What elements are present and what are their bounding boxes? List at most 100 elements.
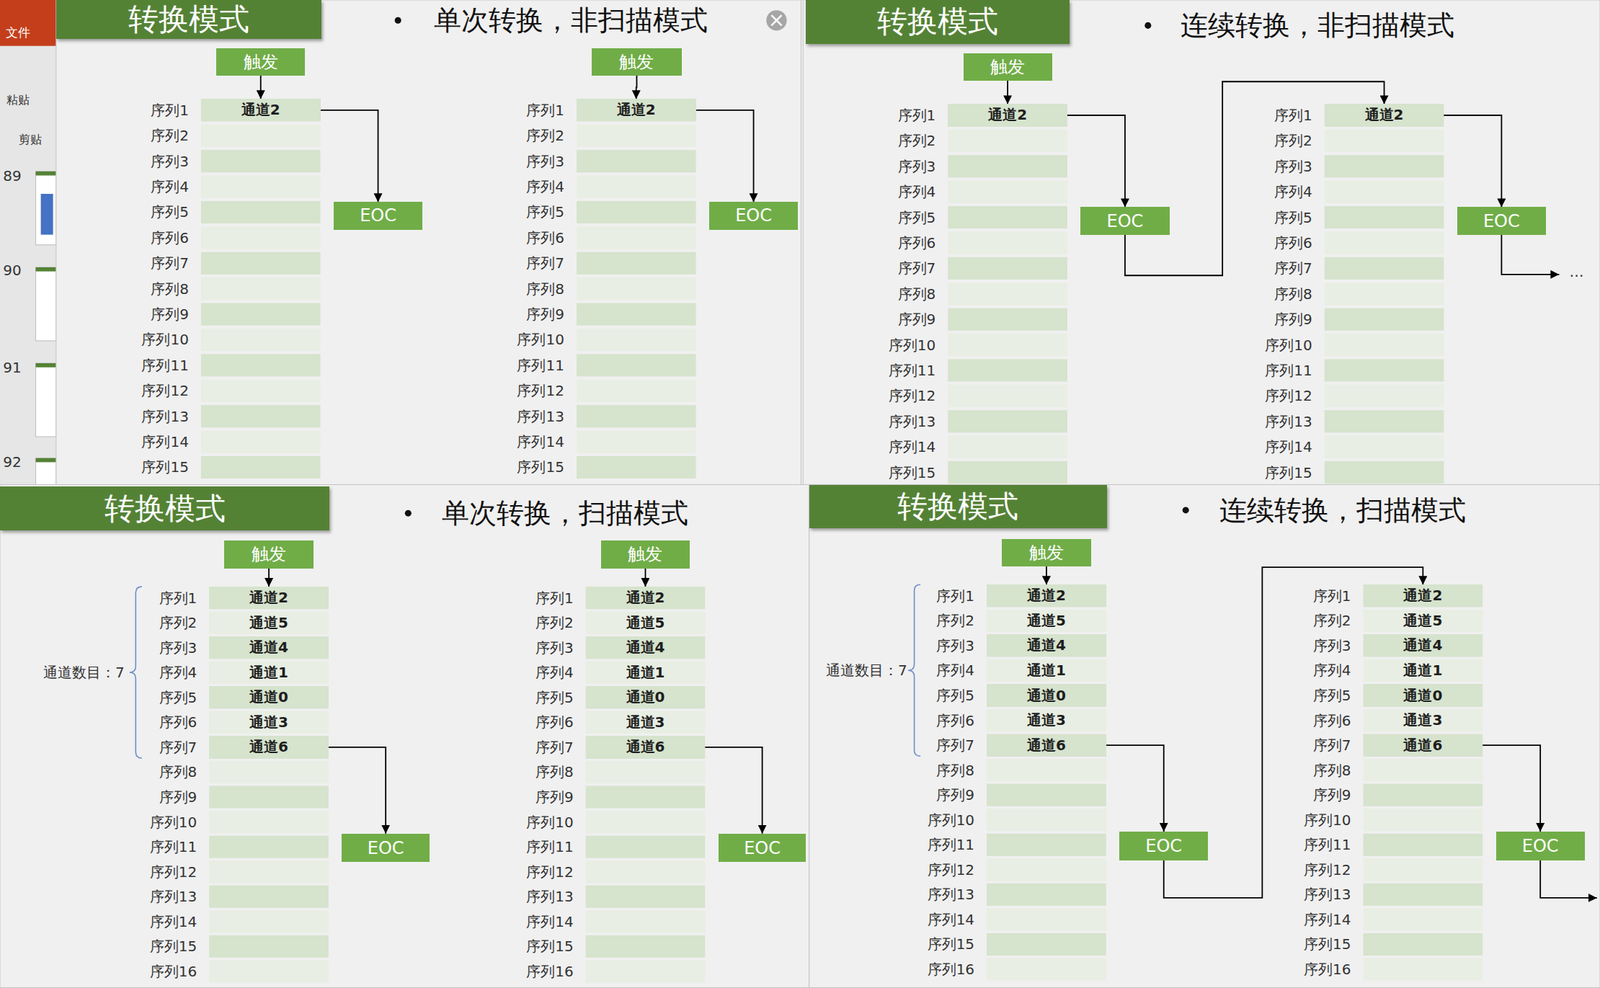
label-text: 序列3 (535, 638, 574, 656)
eoc-box: EOC (718, 833, 807, 863)
label-text: 序列5 (1313, 686, 1352, 705)
eoc-box: EOC (1080, 206, 1170, 235)
sequence-cell (986, 908, 1107, 931)
channel-bracket (129, 586, 142, 759)
sequence-cell (585, 810, 706, 834)
label-text: 通道数目：7 (825, 661, 908, 679)
sequence-label: 序列11 (888, 360, 936, 380)
label-text: 序列12 (149, 862, 197, 880)
label-text: 序列1 (535, 588, 574, 607)
flow-connector (1006, 80, 1009, 105)
eoc-box: EOC (333, 201, 423, 230)
label-text: … (1569, 263, 1585, 281)
label-text: 序列4 (159, 663, 198, 682)
sequence-cell (986, 609, 1107, 633)
slide-thumbnail (36, 458, 57, 486)
sequence-label: 序列14 (1264, 437, 1312, 457)
channel-cell: 通道1 (585, 661, 706, 684)
bullet-dot (405, 510, 412, 517)
sequence-cell (209, 611, 329, 635)
label-text: 序列7 (159, 738, 198, 756)
sequence-label: 序列2 (1313, 611, 1352, 631)
label-text: 序列6 (150, 228, 189, 246)
label-text: 序列5 (159, 688, 198, 706)
sequence-cell (585, 960, 706, 983)
label-text: 序列7 (535, 738, 574, 756)
node-text: 通道4 (1027, 635, 1066, 656)
node-text: 通道0 (249, 687, 289, 708)
sequence-label: 序列15 (1264, 462, 1312, 483)
sequence-cell (1363, 758, 1484, 782)
sequence-label: 序列10 (927, 810, 975, 830)
sequence-label: 序列5 (535, 687, 574, 708)
channel-cell: 通道2 (201, 98, 321, 122)
thumbnail-image (41, 193, 54, 235)
sequence-label: 序列15 (927, 934, 975, 955)
sequence-label: 序列15 (1303, 934, 1351, 955)
sequence-cell (576, 277, 697, 300)
sequence-label: 序列15 (141, 457, 189, 478)
sequence-label: 序列7 (936, 735, 975, 756)
label-text: 序列14 (1303, 910, 1351, 928)
node-text: 通道1 (249, 663, 289, 683)
channel-cell: 通道2 (947, 103, 1068, 127)
sequence-label: 序列13 (1264, 411, 1312, 431)
label-text: 序列6 (1313, 711, 1352, 729)
sequence-label: 序列13 (888, 411, 936, 431)
slide-panel (0, 485, 810, 988)
sequence-label: 序列6 (898, 232, 937, 253)
thumbnail-bar (36, 458, 57, 463)
sequence-label: 序列3 (535, 637, 574, 658)
sequence-cell (1324, 308, 1445, 331)
sequence-cell (576, 252, 697, 275)
label-text: 序列8 (150, 279, 189, 297)
label-text: 序列10 (1264, 335, 1312, 354)
label-text: 粘贴 (6, 92, 30, 106)
node-text: 通道2 (616, 100, 656, 120)
label-text: 序列10 (927, 810, 975, 829)
sequence-cell (201, 405, 321, 428)
sequence-cell (585, 611, 706, 635)
label-text: 序列15 (927, 935, 975, 953)
channel-cell: 通道4 (209, 636, 329, 659)
sequence-label: 序列4 (898, 182, 937, 202)
node-text: EOC (1107, 211, 1144, 232)
sequence-label: 序列16 (927, 960, 975, 980)
label-text: 序列1 (526, 100, 565, 119)
label-text: 序列16 (927, 960, 975, 979)
label-text: 剪贴 (18, 131, 42, 146)
sequence-cell (947, 129, 1068, 153)
sequence-label: 序列5 (159, 687, 198, 708)
flow-connector (1067, 115, 1126, 207)
sequence-cell (576, 379, 697, 403)
channel-cell: 通道6 (585, 735, 706, 759)
label-text: 序列14 (927, 910, 975, 928)
sequence-cell (201, 379, 321, 403)
label-text: 连续转换，非扫描模式 (1180, 9, 1455, 42)
label-text: 序列5 (1274, 208, 1313, 226)
sequence-cell (1363, 709, 1484, 732)
label-text: 序列10 (888, 335, 936, 354)
channel-cell: 通道3 (1363, 709, 1484, 732)
label-text: 序列4 (150, 178, 189, 196)
sequence-label: 序列10 (1264, 335, 1312, 355)
sequence-label: 序列13 (1303, 885, 1351, 905)
label-text: 序列9 (1313, 786, 1352, 804)
sequence-cell (1363, 634, 1484, 657)
sequence-cell (986, 957, 1107, 981)
label-text: 序列15 (1303, 935, 1351, 953)
sequence-label: 序列2 (936, 611, 975, 631)
sequence-label: 序列16 (526, 961, 573, 981)
eoc-box: EOC (1496, 831, 1585, 861)
label-text: 序列1 (150, 100, 189, 119)
label-text: 单次转换，扫描模式 (441, 497, 689, 530)
label-text: 序列11 (1264, 361, 1312, 379)
label-text: 序列10 (141, 330, 189, 349)
label-text: 序列5 (526, 203, 565, 221)
channel-cell: 通道0 (585, 686, 706, 709)
ui-text: 91 (2, 358, 21, 377)
label-text: 序列8 (526, 279, 565, 297)
sequence-cell (986, 659, 1107, 682)
ui-text: 90 (2, 261, 21, 279)
sequence-label: 序列7 (1274, 258, 1313, 279)
